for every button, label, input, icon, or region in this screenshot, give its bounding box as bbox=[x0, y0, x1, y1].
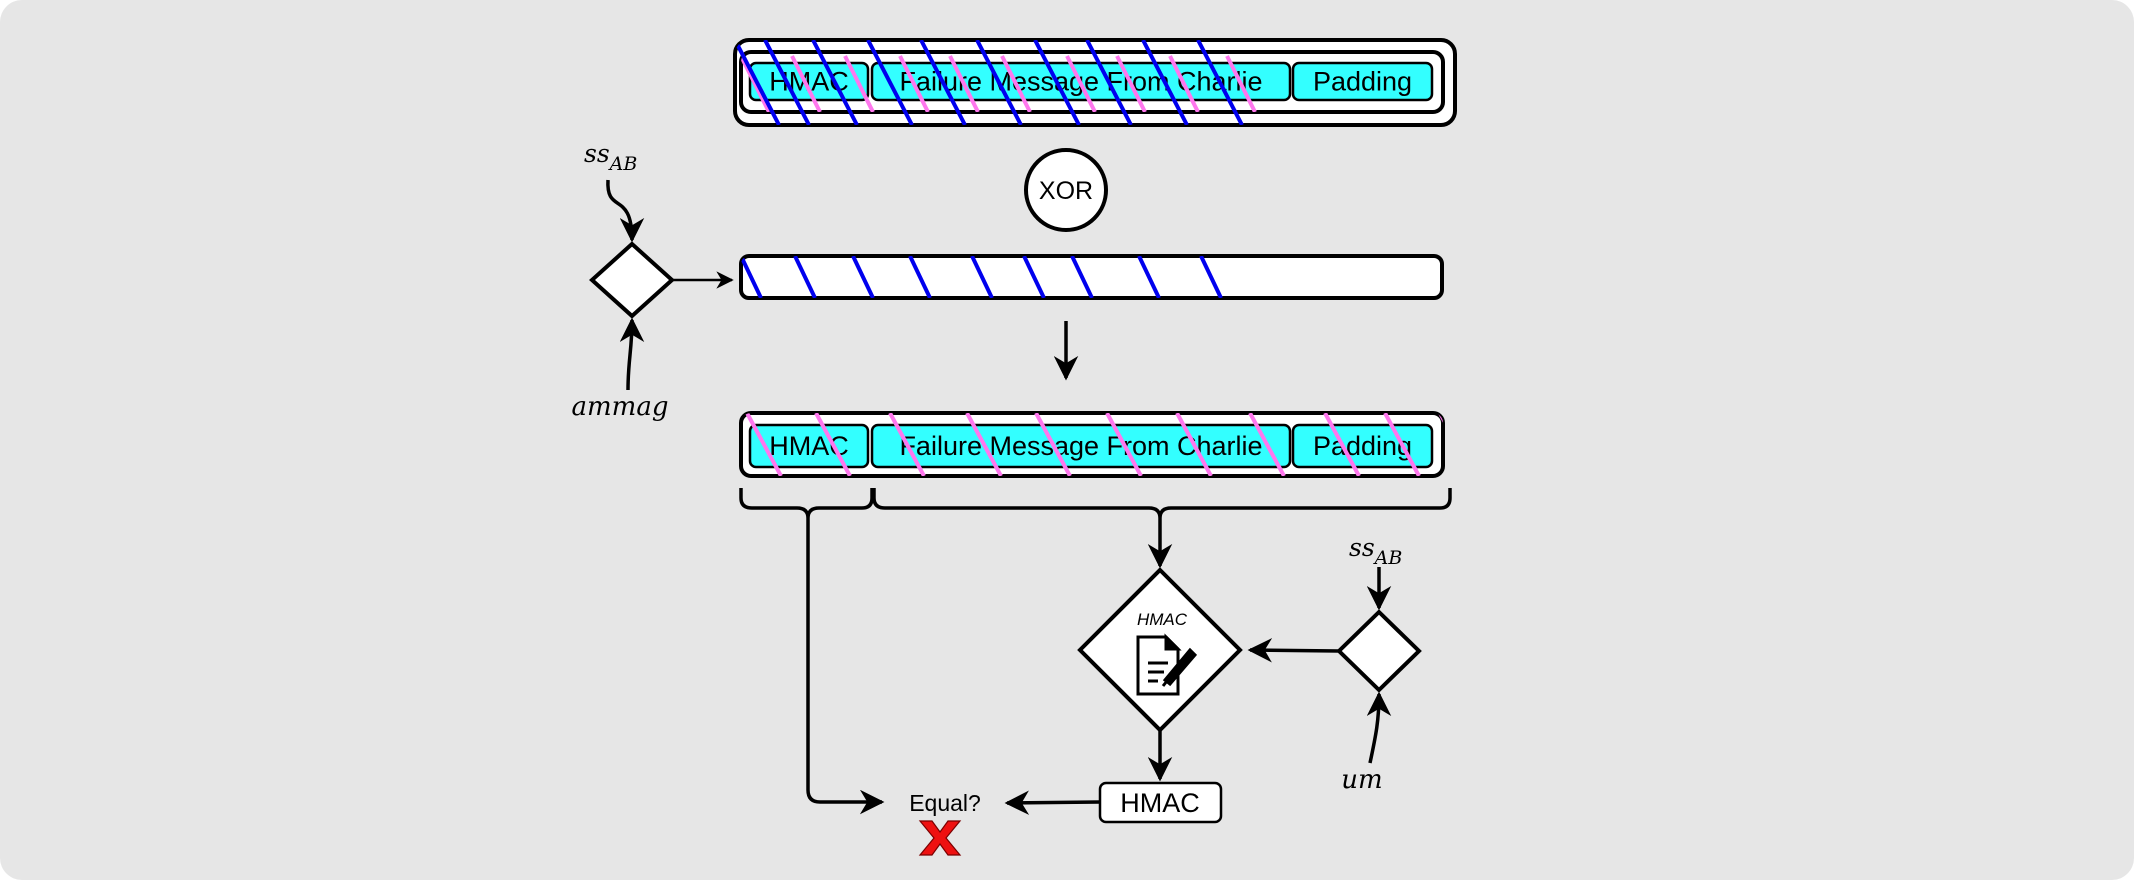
keystream-stripe bbox=[1085, 40, 1133, 125]
encryption-stripe bbox=[1000, 55, 1032, 112]
encryption-stripe bbox=[965, 413, 1003, 476]
decrypted-field-failure-message-from-charlie: Failure Message From Charlie bbox=[870, 423, 1292, 469]
ammag-arrow bbox=[619, 317, 645, 391]
ss-ab-label-left: ssAB bbox=[584, 139, 637, 175]
decrypted-field-label: HMAC bbox=[769, 431, 849, 461]
keystream-stripe bbox=[1070, 256, 1094, 298]
keystream-stripe bbox=[741, 256, 763, 298]
received-hmac-arrow bbox=[806, 518, 885, 815]
encryption-stripe bbox=[745, 413, 783, 476]
encryption-stripe bbox=[1168, 55, 1200, 112]
hmac-field-brace bbox=[739, 488, 874, 519]
encryption-stripe bbox=[790, 55, 822, 112]
ammag-stream-generator: ssAB ammag bbox=[572, 139, 734, 422]
encrypted-field-label: Padding bbox=[1313, 67, 1412, 97]
encryption-stripe bbox=[888, 413, 926, 476]
fail-x-icon bbox=[918, 820, 962, 856]
ammag-label: ammag bbox=[572, 392, 669, 422]
keystream-stripe bbox=[866, 40, 914, 125]
generator-diamond-left bbox=[589, 241, 675, 319]
encrypted-field-padding: Padding bbox=[1291, 61, 1434, 102]
keystream-stripe bbox=[763, 40, 811, 125]
keystream-stripe bbox=[919, 40, 967, 125]
xor-operator: XOR bbox=[1024, 148, 1108, 232]
encryption-stripe bbox=[1248, 413, 1286, 476]
keystream-stripe bbox=[851, 256, 875, 298]
keystream-stripe bbox=[735, 40, 781, 125]
encryption-stripe bbox=[1175, 413, 1213, 476]
encryption-stripe bbox=[1065, 55, 1097, 112]
xor-label: XOR bbox=[1039, 177, 1093, 205]
keystream-stripe bbox=[1141, 40, 1189, 125]
computed-hmac-label: HMAC bbox=[1120, 788, 1200, 818]
encryption-stripe bbox=[898, 55, 930, 112]
ss-ab-label-right: ssAB bbox=[1349, 533, 1402, 569]
decrypted-field-hmac: HMAC bbox=[748, 423, 870, 469]
encryption-stripe bbox=[1034, 413, 1072, 476]
encryption-stripe bbox=[741, 55, 771, 112]
encryption-stripe bbox=[1323, 413, 1361, 476]
um-key-to-hmac-arrow bbox=[1247, 637, 1340, 663]
keystream-stripe bbox=[970, 256, 994, 298]
encryption-stripe bbox=[1105, 413, 1143, 476]
ss-ab-arrow-left bbox=[606, 179, 645, 243]
keystream-stripe bbox=[908, 256, 932, 298]
document-sign-icon bbox=[1136, 633, 1198, 696]
keystream-stripe bbox=[811, 40, 859, 125]
keystream-stripe bbox=[1199, 256, 1223, 298]
um-arrow bbox=[1366, 691, 1392, 764]
keystream-bar bbox=[739, 254, 1444, 300]
decrypted-field-label: Failure Message From Charlie bbox=[899, 431, 1262, 461]
keystream-stripe bbox=[1196, 40, 1244, 125]
keystream-stripe bbox=[793, 256, 817, 298]
encryption-stripe bbox=[1438, 413, 1443, 476]
um-label: um bbox=[1341, 765, 1382, 795]
encryption-stripe bbox=[1115, 55, 1147, 112]
um-key-generator: ssAB um bbox=[1247, 533, 1422, 795]
hmac-computation: HMAC bbox=[1077, 567, 1243, 733]
keystream-stripe bbox=[1033, 40, 1081, 125]
keystream-stripe bbox=[1137, 256, 1161, 298]
generator-diamond-right bbox=[1336, 609, 1422, 693]
computed-hmac-box: HMAC bbox=[1098, 781, 1223, 824]
encryption-stripe bbox=[814, 413, 852, 476]
encryption-stripe bbox=[1383, 413, 1421, 476]
payload-brace bbox=[872, 488, 1452, 519]
computed-hmac-to-compare-arrow bbox=[1004, 790, 1101, 816]
equal-question-label: Equal? bbox=[909, 790, 981, 816]
keystream-stripe bbox=[1022, 256, 1046, 298]
encryption-stripe bbox=[948, 55, 980, 112]
encryption-stripe bbox=[843, 55, 875, 112]
hmac-process-label: HMAC bbox=[1137, 610, 1188, 629]
encryption-stripe bbox=[1225, 55, 1257, 112]
keystream-stripe bbox=[975, 40, 1023, 125]
